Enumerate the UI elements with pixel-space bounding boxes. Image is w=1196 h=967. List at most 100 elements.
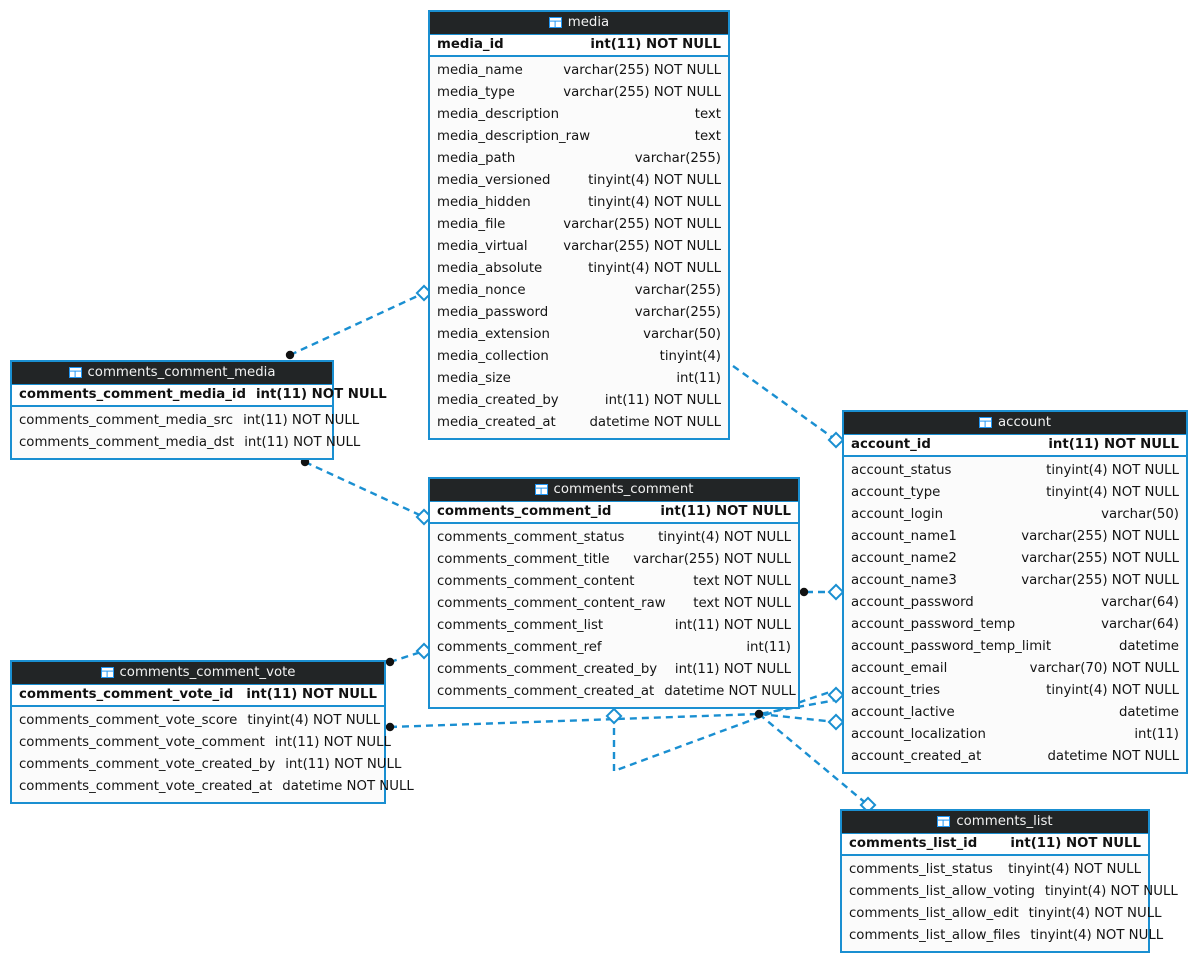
field-type: tinyint(4) NOT NULL	[588, 195, 721, 211]
field-name: media_absolute	[437, 261, 543, 277]
edge-dot-ccmedia-media	[285, 350, 295, 360]
table-account[interactable]: account account_id int(11) NOT NULL acco…	[842, 410, 1188, 774]
field-name: account_localization	[851, 727, 986, 743]
field-type: varchar(64)	[1101, 595, 1179, 611]
field-type: int(11)	[746, 640, 791, 656]
field-type: tinyint(4) NOT NULL	[658, 530, 791, 546]
field-name: media_collection	[437, 349, 549, 365]
field-type: int(11) NOT NULL	[1010, 835, 1141, 851]
field-type: int(11) NOT NULL	[243, 413, 360, 429]
field-type: int(11)	[1134, 727, 1179, 743]
table-icon	[100, 667, 114, 678]
field-name: account_login	[851, 507, 944, 523]
primary-key-row[interactable]: account_id int(11) NOT NULL	[844, 434, 1186, 457]
table-media[interactable]: media media_id int(11) NOT NULL media_na…	[428, 10, 730, 440]
field-name: comments_comment_media_src	[19, 413, 234, 429]
table-comments-list[interactable]: comments_list comments_list_id int(11) N…	[840, 809, 1178, 953]
edge-dot-vote-comment	[385, 657, 395, 667]
field-row[interactable]: account_localization int(11)	[844, 724, 1186, 746]
primary-key-row[interactable]: comments_comment_media_id int(11) NOT NU…	[12, 384, 387, 407]
field-row[interactable]: media_absolute tinyint(4) NOT NULL	[430, 258, 728, 280]
field-type: tinyint(4) NOT NULL	[588, 261, 721, 277]
table-icon	[68, 367, 82, 378]
field-type: varchar(255) NOT NULL	[633, 552, 791, 568]
field-type: varchar(70) NOT NULL	[1029, 661, 1179, 677]
primary-key-row[interactable]: comments_list_id int(11) NOT NULL	[842, 833, 1148, 856]
field-row[interactable]: media_hidden tinyint(4) NOT NULL	[430, 192, 728, 214]
table-icon	[937, 816, 951, 827]
field-type: varchar(255) NOT NULL	[563, 63, 721, 79]
field-name: comments_comment_list	[437, 618, 604, 634]
field-type: text	[694, 129, 721, 145]
table-comments-comment-media[interactable]: comments_comment_media comments_comment_…	[10, 360, 387, 460]
field-type: varchar(64)	[1101, 617, 1179, 633]
table-comments-comment[interactable]: comments_comment comments_comment_id int…	[428, 477, 800, 709]
field-name: media_hidden	[437, 195, 531, 211]
field-name: comments_comment_ref	[437, 640, 602, 656]
primary-key-row[interactable]: comments_comment_id int(11) NOT NULL	[430, 501, 798, 524]
table-header-comments-comment-vote: comments_comment_vote	[12, 662, 384, 684]
field-row[interactable]: comments_comment_media_src int(11) NOT NU…	[12, 410, 359, 432]
field-name: media_extension	[437, 327, 550, 343]
table-title: comments_comment_media	[87, 364, 276, 380]
field-type: varchar(255) NOT NULL	[1021, 551, 1179, 567]
field-type: varchar(255) NOT NULL	[1021, 573, 1179, 589]
primary-key-row[interactable]: media_id int(11) NOT NULL	[430, 34, 728, 57]
primary-key-row[interactable]: comments_comment_vote_id int(11) NOT NUL…	[12, 684, 384, 707]
field-name: account_name1	[851, 529, 957, 545]
table-comments-comment-vote[interactable]: comments_comment_vote comments_comment_v…	[10, 660, 414, 804]
field-row[interactable]: comments_comment_ref int(11)	[430, 637, 798, 659]
table-icon	[979, 417, 992, 428]
field-type: int(11) NOT NULL	[674, 662, 791, 678]
field-name: account_type	[851, 485, 941, 501]
field-type: tinyint(4) NOT NULL	[1030, 928, 1164, 944]
field-name: account_password_temp_limit	[851, 639, 1052, 655]
